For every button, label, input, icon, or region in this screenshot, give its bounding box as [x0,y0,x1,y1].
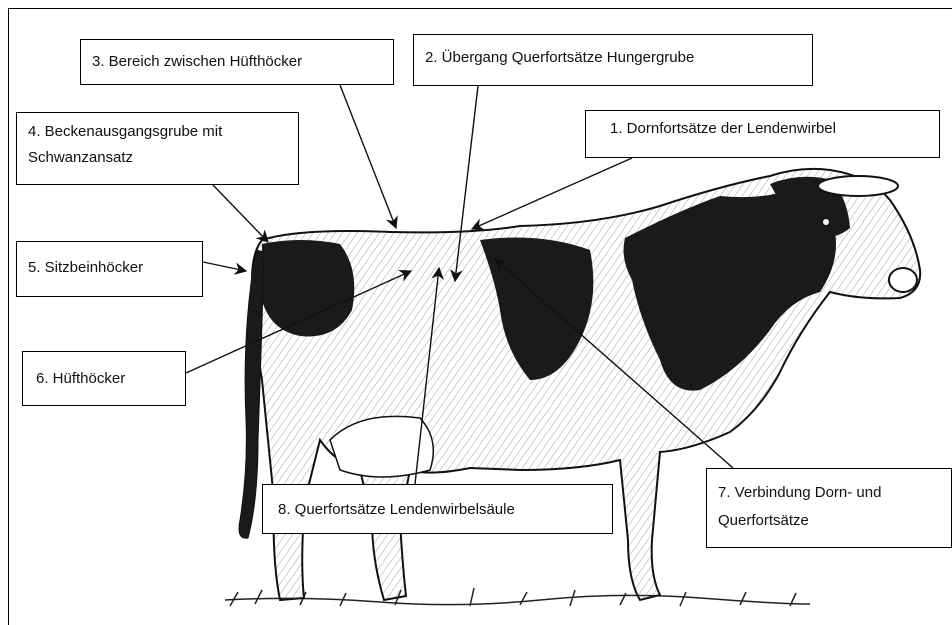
label-bereich-zwischen-huefthoecker: 3. Bereich zwischen Hüfthöcker [80,39,394,85]
label-text: 6. Hüfthöcker [36,356,174,402]
label-text: 8. Querfortsätze Lendenwirbelsäule [278,489,601,531]
label-text-line2: Schwanzansatz [28,145,287,171]
arrow-4 [213,185,268,242]
arrow-3 [340,85,396,228]
label-text-line1: 7. Verbindung Dorn- und [718,479,940,507]
label-text-line1: 4. Beckenausgangsgrube mit [28,119,287,145]
ground-grass [225,588,810,606]
label-text: 5. Sitzbeinhöcker [28,246,191,290]
label-uebergang-querfortsaetze: 2. Übergang Querfortsätze Hungergrube [413,34,813,86]
label-verbindung-dorn-querfortsaetze: 7. Verbindung Dorn- und Querfortsätze [706,468,952,548]
label-sitzbeinhoecker: 5. Sitzbeinhöcker [16,241,203,297]
label-text-line2: Querfortsätze [718,507,940,535]
label-huefthoecker: 6. Hüfthöcker [22,351,186,406]
label-text: 2. Übergang Querfortsätze Hungergrube [425,39,801,77]
label-dornfortsaetze: 1. Dornfortsätze der Lendenwirbel [585,110,940,158]
label-text: 3. Bereich zwischen Hüfthöcker [92,44,382,80]
label-beckenausgangsgrube: 4. Beckenausgangsgrube mit Schwanzansatz [16,112,299,185]
label-querfortsaetze-lendenwirbelsaeule: 8. Querfortsätze Lendenwirbelsäule [262,484,613,534]
label-text: 1. Dornfortsätze der Lendenwirbel [610,115,928,143]
arrow-5 [203,262,246,271]
